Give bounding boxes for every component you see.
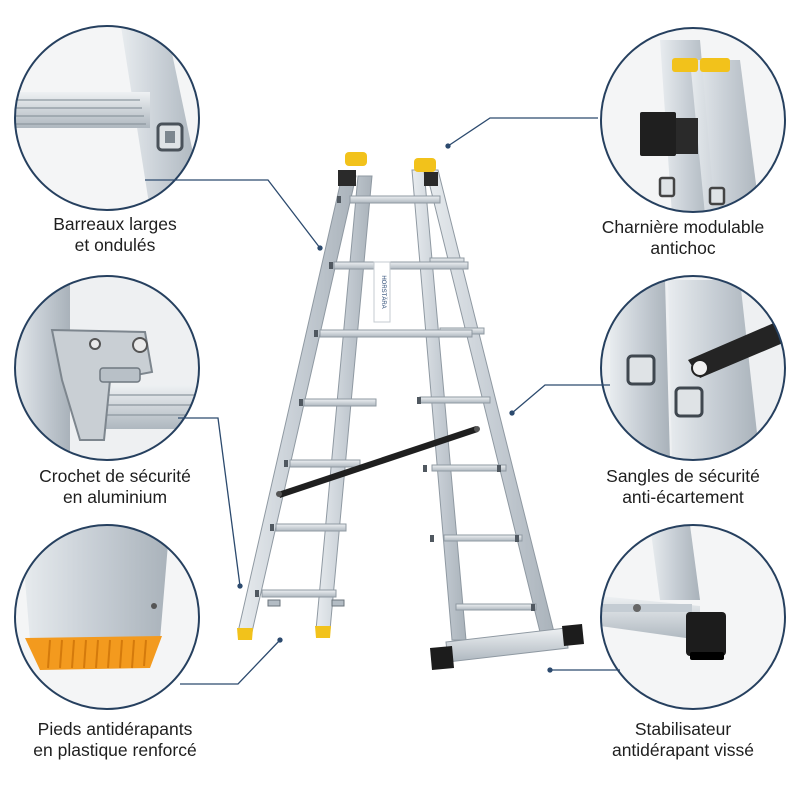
rail-brand-label: HORSTÄRA	[380, 275, 387, 308]
caption-feet: Pieds antidérapants en plastique renforc…	[0, 719, 230, 761]
ladder: HORSTÄRA	[237, 152, 584, 670]
detail-circle-hinge	[600, 27, 786, 213]
caption-stabilizer-line2: antidérapant vissé	[611, 740, 755, 760]
ladder-foot-right	[315, 626, 331, 638]
caption-hinge-line1: Charnière modulable	[601, 217, 765, 237]
leader-lines	[145, 117, 620, 685]
ladder-safety-strap	[278, 426, 478, 498]
caption-rungs-line1: Barreaux larges	[53, 214, 177, 234]
ladder-stabilizer-foot-right	[562, 624, 584, 646]
ladder-foot-left	[237, 628, 253, 640]
caption-stabilizer: Stabilisateur antidérapant vissé	[568, 719, 798, 761]
detail-circle-hook	[14, 275, 200, 461]
caption-straps: Sangles de sécurité anti-écartement	[568, 466, 798, 508]
leader-line-feet	[180, 639, 281, 685]
caption-hook: Crochet de sécurité en aluminium	[0, 466, 230, 508]
ladder-front-rungs	[261, 195, 473, 598]
caption-hinge-line2: antichoc	[650, 238, 716, 258]
detail-circle-rungs	[14, 25, 200, 211]
detail-circle-straps	[600, 275, 786, 461]
caption-rungs-line2: et ondulés	[74, 235, 156, 255]
detail-circle-stabilizer	[600, 524, 786, 710]
caption-feet-line1: Pieds antidérapants	[37, 719, 193, 739]
ladder-top-cap-left	[345, 152, 367, 166]
detail-circle-feet	[14, 524, 200, 710]
ladder-stabilizer-foot-left	[430, 646, 454, 670]
caption-straps-line1: Sangles de sécurité	[606, 466, 760, 486]
caption-rungs: Barreaux larges et ondulés	[0, 214, 230, 256]
caption-hinge: Charnière modulable antichoc	[568, 217, 798, 259]
leader-line-straps	[511, 384, 610, 414]
caption-straps-line2: anti-écartement	[622, 487, 744, 507]
caption-feet-line2: en plastique renforcé	[33, 740, 197, 760]
ladder-top-cap-right	[414, 158, 436, 172]
leader-line-hinge	[447, 117, 598, 147]
caption-hook-line1: Crochet de sécurité	[39, 466, 191, 486]
leader-line-hook	[178, 417, 241, 587]
ladder-back-rail-left	[411, 169, 467, 641]
leader-line-rungs	[145, 179, 321, 249]
caption-hook-line2: en aluminium	[62, 487, 168, 507]
caption-stabilizer-line1: Stabilisateur	[634, 719, 732, 739]
